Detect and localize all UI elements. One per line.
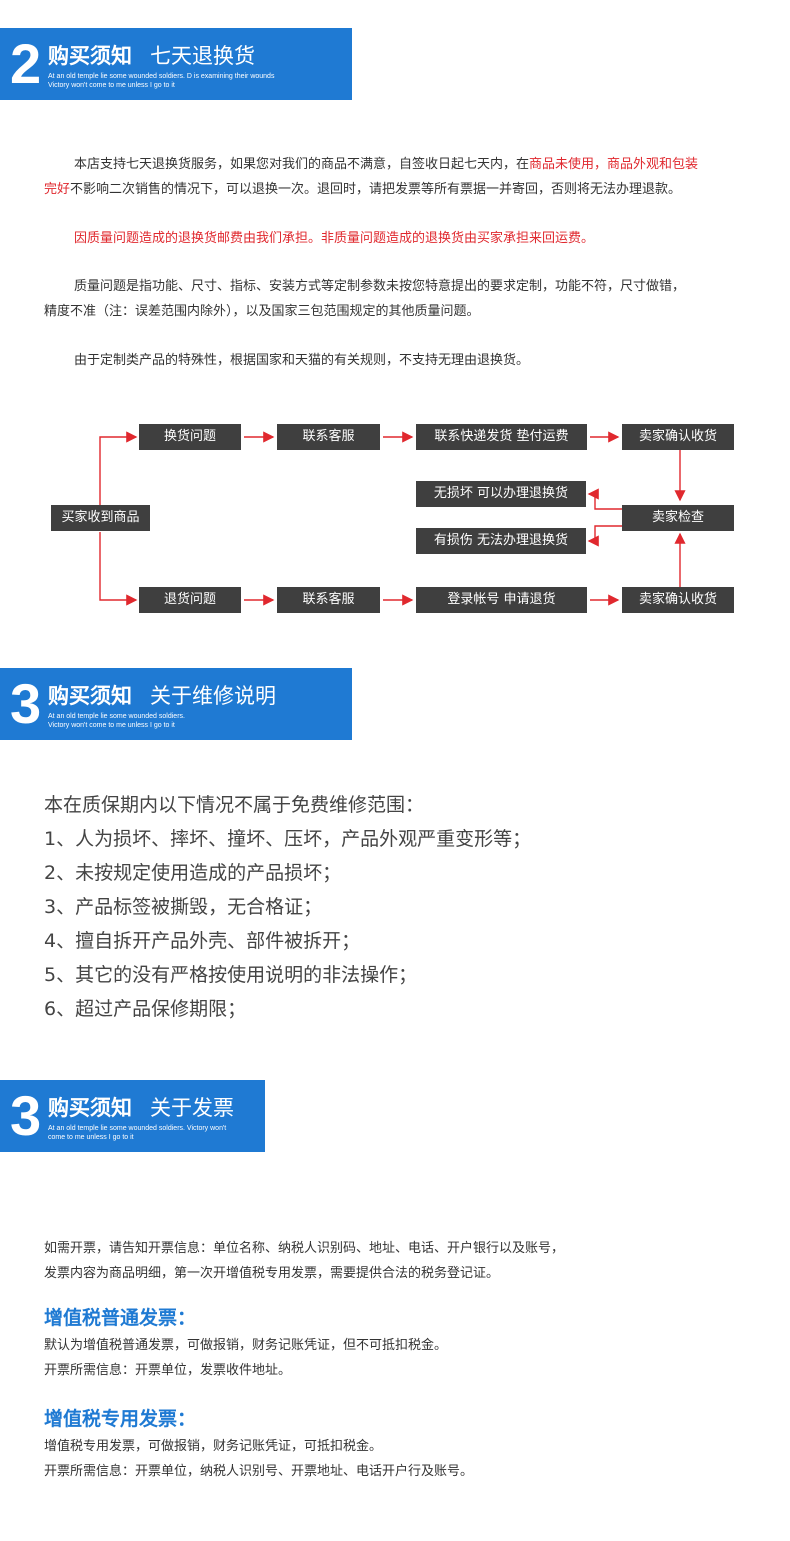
invoice-special-line: 增值税专用发票，可做报销，财务记账凭证，可抵扣税金。	[44, 1439, 383, 1454]
banner-number: 2	[10, 32, 42, 95]
banner-tagline: At an old temple lie some wounded soldie…	[48, 1124, 248, 1142]
flow-start: 买家收到商品	[51, 505, 150, 531]
returns-paragraph-2: 因质量问题造成的退换货邮费由我们承担。非质量问题造成的退换货由买家承担来回运费。	[74, 231, 595, 246]
returns-paragraph-3-line-2: 精度不准（注：误差范围内除外），以及国家三包范围规定的其他质量问题。	[44, 304, 480, 319]
repair-item: 5、其它的没有严格按使用说明的非法操作；	[44, 964, 418, 986]
flow-exchange: 换货问题	[139, 424, 241, 450]
repair-item: 2、未按规定使用造成的产品损坏；	[44, 862, 342, 884]
invoice-normal-body: 默认为增值税普通发票，可做报销，财务记账凭证，但不可抵扣税金。 开票所需信息：开…	[44, 1333, 447, 1383]
text: 不影响二次销售的情况下，可以退换一次。退回时，请把发票等所有票据一并寄回，否则将…	[70, 182, 682, 197]
flow-confirm-receipt-1: 卖家确认收货	[622, 424, 734, 450]
flow-contact-service-1: 联系客服	[277, 424, 380, 450]
returns-paragraph-1: 本店支持七天退换货服务，如果您对我们的商品不满意，自签收日起七天内，在商品未使用…	[44, 152, 764, 202]
invoice-normal-line: 默认为增值税普通发票，可做报销，财务记账凭证，但不可抵扣税金。	[44, 1338, 448, 1353]
flow-contact-service-2: 联系客服	[277, 587, 380, 613]
text: 本店支持七天退换货服务，如果您对我们的商品不满意，自签收日起七天内，在	[74, 157, 530, 172]
banner-tagline-line: come to me unless I go to it	[48, 1134, 134, 1141]
repair-intro: 本在质保期内以下情况不属于免费维修范围：	[44, 794, 425, 816]
invoice-intro: 如需开票，请告知开票信息：单位名称、纳税人识别码、地址、电话、开户银行以及账号，…	[44, 1236, 564, 1286]
returns-paragraph-3-line-1: 质量问题是指功能、尺寸、指标、安装方式等定制参数未按您特意提出的要求定制，功能不…	[74, 279, 686, 294]
highlight-text: 商品未使用，商品外观和包装	[529, 157, 699, 172]
invoice-special-line: 开票所需信息：开票单位，纳税人识别号、开票地址、电话开户行及账号。	[44, 1464, 474, 1479]
repair-item: 3、产品标签被撕毁，无合格证；	[44, 896, 323, 918]
banner-number: 3	[10, 672, 42, 735]
repair-list: 本在质保期内以下情况不属于免费维修范围： 1、人为损坏、摔坏、撞坏、压坏，产品外…	[44, 788, 531, 1026]
banner-title: 购买须知	[48, 1096, 132, 1120]
flow-ok: 无损坏 可以办理退换货	[416, 481, 586, 507]
invoice-special-title: 增值税专用发票：	[44, 1408, 197, 1430]
banner-tagline-line: At an old temple lie some wounded soldie…	[48, 1125, 227, 1132]
banner-tagline-line: Victory won't come to me unless I go to …	[48, 82, 175, 89]
banner-title: 购买须知	[48, 44, 132, 68]
invoice-normal-title: 增值税普通发票：	[44, 1307, 197, 1329]
returns-paragraph-1-line-2: 完好不影响二次销售的情况下，可以退换一次。退回时，请把发票等所有票据一并寄回，否…	[44, 177, 764, 202]
section-banner-returns: 2 购买须知 七天退换货 At an old temple lie some w…	[0, 28, 352, 100]
repair-item: 1、人为损坏、摔坏、撞坏、压坏，产品外观严重变形等；	[44, 828, 532, 850]
banner-subtitle: 关于发票	[150, 1096, 234, 1120]
banner-tagline-line: At an old temple lie some wounded soldie…	[48, 713, 185, 720]
invoice-intro-line: 发票内容为商品明细，第一次开增值税专用发票，需要提供合法的税务登记证。	[44, 1266, 500, 1281]
banner-tagline-line: Victory won't come to me unless I go to …	[48, 722, 175, 729]
repair-item: 4、擅自拆开产品外壳、部件被拆开；	[44, 930, 361, 952]
banner-subtitle: 七天退换货	[150, 44, 255, 68]
flow-ship: 联系快递发货 垫付运费	[416, 424, 587, 450]
highlight-text: 完好	[44, 182, 71, 197]
banner-title: 购买须知	[48, 684, 132, 708]
flow-apply: 登录帐号 申请退货	[416, 587, 587, 613]
section-banner-invoice: 3 购买须知 关于发票 At an old temple lie some wo…	[0, 1080, 265, 1152]
banner-subtitle: 关于维修说明	[150, 684, 276, 708]
returns-paragraph-1-line-1: 本店支持七天退换货服务，如果您对我们的商品不满意，自签收日起七天内，在商品未使用…	[44, 152, 764, 177]
flow-refund: 退货问题	[139, 587, 241, 613]
invoice-intro-line: 如需开票，请告知开票信息：单位名称、纳税人识别码、地址、电话、开户银行以及账号，	[44, 1241, 565, 1256]
invoice-special-body: 增值税专用发票，可做报销，财务记账凭证，可抵扣税金。 开票所需信息：开票单位，纳…	[44, 1434, 473, 1484]
flowchart-connectors	[99, 431, 686, 606]
returns-paragraph-3: 质量问题是指功能、尺寸、指标、安装方式等定制参数未按您特意提出的要求定制，功能不…	[44, 274, 764, 324]
banner-number: 3	[10, 1084, 42, 1147]
returns-paragraph-4: 由于定制类产品的特殊性，根据国家和天猫的有关规则，不支持无理由退换货。	[74, 353, 530, 368]
flow-inspect: 卖家检查	[622, 505, 734, 531]
banner-tagline: At an old temple lie some wounded soldie…	[48, 712, 278, 730]
banner-tagline-line: At an old temple lie some wounded soldie…	[48, 73, 275, 80]
section-banner-repair: 3 购买须知 关于维修说明 At an old temple lie some …	[0, 668, 352, 740]
flow-bad: 有损伤 无法办理退换货	[416, 528, 586, 554]
flow-confirm-receipt-2: 卖家确认收货	[622, 587, 734, 613]
repair-item: 6、超过产品保修期限；	[44, 998, 247, 1020]
invoice-normal-line: 开票所需信息：开票单位，发票收件地址。	[44, 1363, 292, 1378]
banner-tagline: At an old temple lie some wounded soldie…	[48, 72, 278, 90]
